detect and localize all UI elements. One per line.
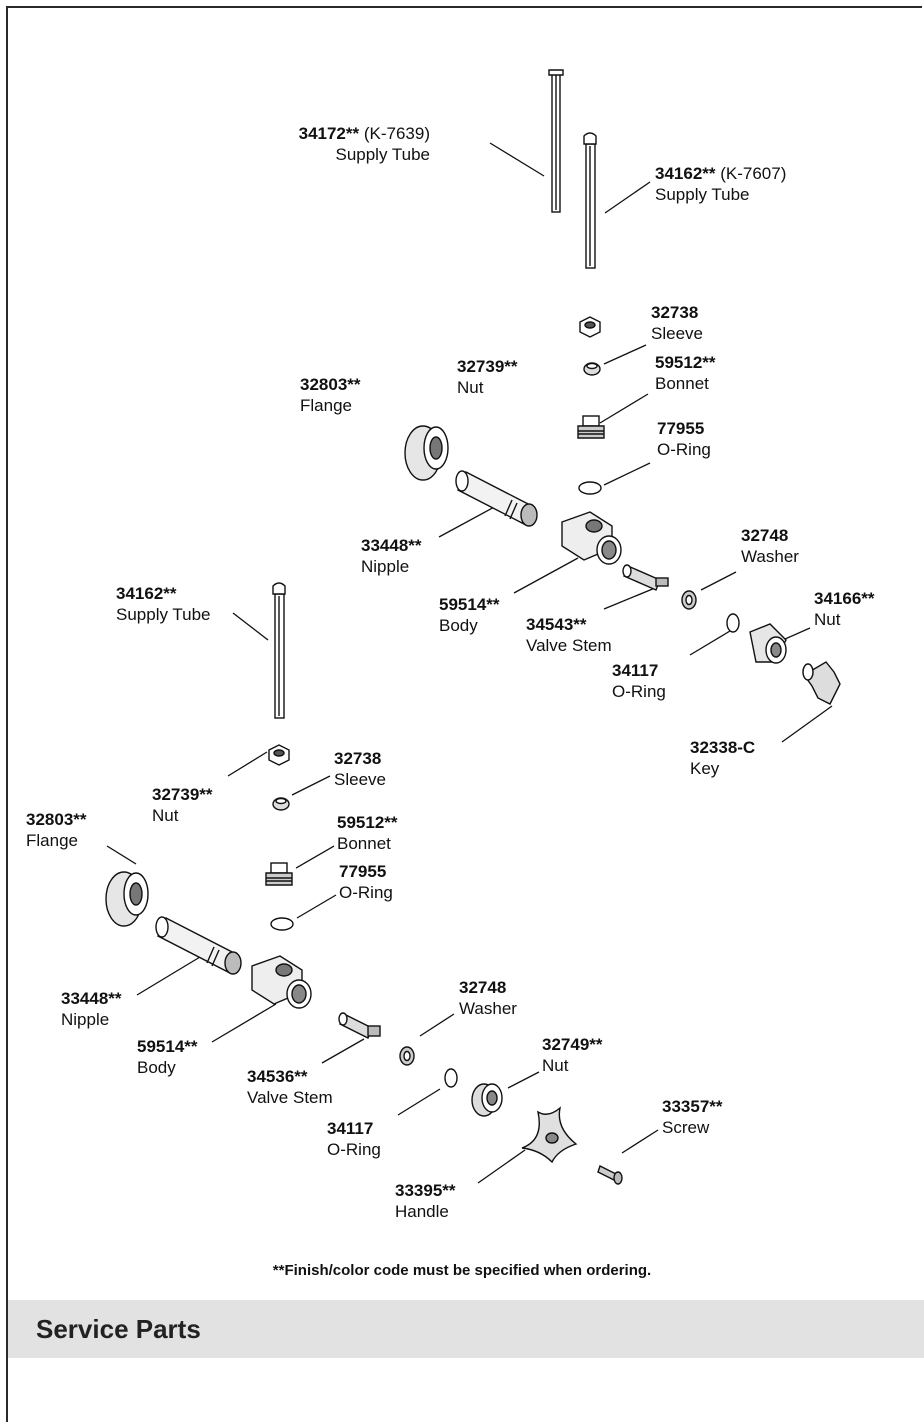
label-nut-bottom: 32739**Nut: [152, 785, 213, 825]
label-supply-tube-34172: 34172** (K-7639)Supply Tube: [298, 124, 430, 164]
label-bonnet-bottom: 59512**Bonnet: [337, 813, 398, 853]
label-nut-top: 32739**Nut: [457, 357, 518, 397]
leader-line: [604, 181, 651, 214]
supply-tube-34172-part: [548, 69, 564, 213]
leader-line: [136, 956, 201, 996]
leader-line: [689, 630, 731, 656]
leader-line: [227, 751, 268, 777]
section-title: Service Parts: [36, 1314, 201, 1344]
supply-tube-34162-part: [583, 132, 597, 269]
label-nut-34166: 34166**Nut: [814, 589, 875, 629]
leader-line: [291, 775, 331, 796]
section-header-band: Service Parts: [8, 1300, 924, 1358]
leader-line: [781, 705, 833, 743]
label-flange-top: 32803**Flange: [300, 375, 361, 415]
sleeve-top-part: [583, 362, 601, 376]
valve-stem-34536-part: [338, 1012, 381, 1039]
nipple-bottom-part: [155, 916, 242, 975]
leader-line: [321, 1038, 365, 1064]
leader-line: [438, 504, 499, 538]
ordering-footnote: **Finish/color code must be specified wh…: [272, 1262, 652, 1279]
label-body-top: 59514**Body: [439, 595, 500, 635]
nut-32749-part: [471, 1083, 503, 1117]
o-ring-top-part: [578, 481, 602, 495]
o-ring-bottom-part: [270, 917, 294, 931]
label-handle-33395: 33395**Handle: [395, 1181, 456, 1221]
leader-line: [489, 142, 545, 177]
supply-tube-bottom-part: [272, 582, 286, 719]
leader-line: [700, 571, 737, 591]
label-nut-32749: 32749**Nut: [542, 1035, 603, 1075]
flange-top-part: [404, 425, 449, 481]
exploded-parts-diagram: [105, 69, 841, 1185]
key-32338-c-part: [802, 661, 841, 705]
leader-line: [296, 894, 337, 919]
hex-nut-top-part: [579, 316, 601, 338]
label-valve-stem-34543: 34543**Valve Stem: [526, 615, 612, 655]
flange-bottom-part: [105, 871, 149, 927]
valve-stem-34543-part: [622, 564, 669, 591]
label-supply-tube-bottom: 34162**Supply Tube: [116, 584, 211, 624]
label-valve-stem-34536: 34536**Valve Stem: [247, 1067, 333, 1107]
leader-line: [397, 1088, 441, 1116]
leader-line: [621, 1129, 659, 1154]
hex-nut-bottom-part: [268, 744, 290, 766]
o-ring-34117-top-part: [726, 613, 740, 633]
label-body-bottom: 59514**Body: [137, 1037, 198, 1077]
valve-body-top-part: [561, 511, 622, 565]
leader-line: [295, 845, 335, 869]
o-ring-34117-bottom-part: [444, 1068, 458, 1088]
leader-line: [603, 462, 651, 486]
label-nipple-bottom: 33448**Nipple: [61, 989, 122, 1029]
label-nipple-top: 33448**Nipple: [361, 536, 422, 576]
nut-34166-part: [749, 623, 787, 664]
leader-line: [507, 1071, 540, 1089]
leader-line: [513, 557, 579, 594]
screw-33357-part: [597, 1165, 623, 1185]
valve-body-bottom-part: [251, 955, 312, 1009]
bonnet-top-part: [577, 415, 605, 439]
leader-line: [477, 1149, 526, 1184]
label-bonnet-top: 59512**Bonnet: [655, 353, 716, 393]
handle-33395-part: [521, 1106, 578, 1164]
washer-top-part: [681, 590, 697, 610]
leader-line: [106, 845, 137, 865]
bonnet-bottom-part: [265, 862, 293, 886]
leader-line: [419, 1013, 455, 1037]
leader-line: [232, 612, 269, 641]
leader-line: [603, 587, 656, 610]
leader-line: [599, 393, 649, 424]
page-frame: [6, 6, 922, 1422]
label-supply-tube-34162: 34162** (K-7607)Supply Tube: [655, 164, 787, 204]
leader-line: [211, 1003, 277, 1043]
leader-line: [603, 344, 647, 365]
sleeve-bottom-part: [272, 797, 290, 811]
washer-bottom-part: [399, 1046, 415, 1066]
nipple-top-part: [455, 470, 538, 527]
label-screw-33357: 33357**Screw: [662, 1097, 723, 1137]
label-flange-bottom: 32803**Flange: [26, 810, 87, 850]
